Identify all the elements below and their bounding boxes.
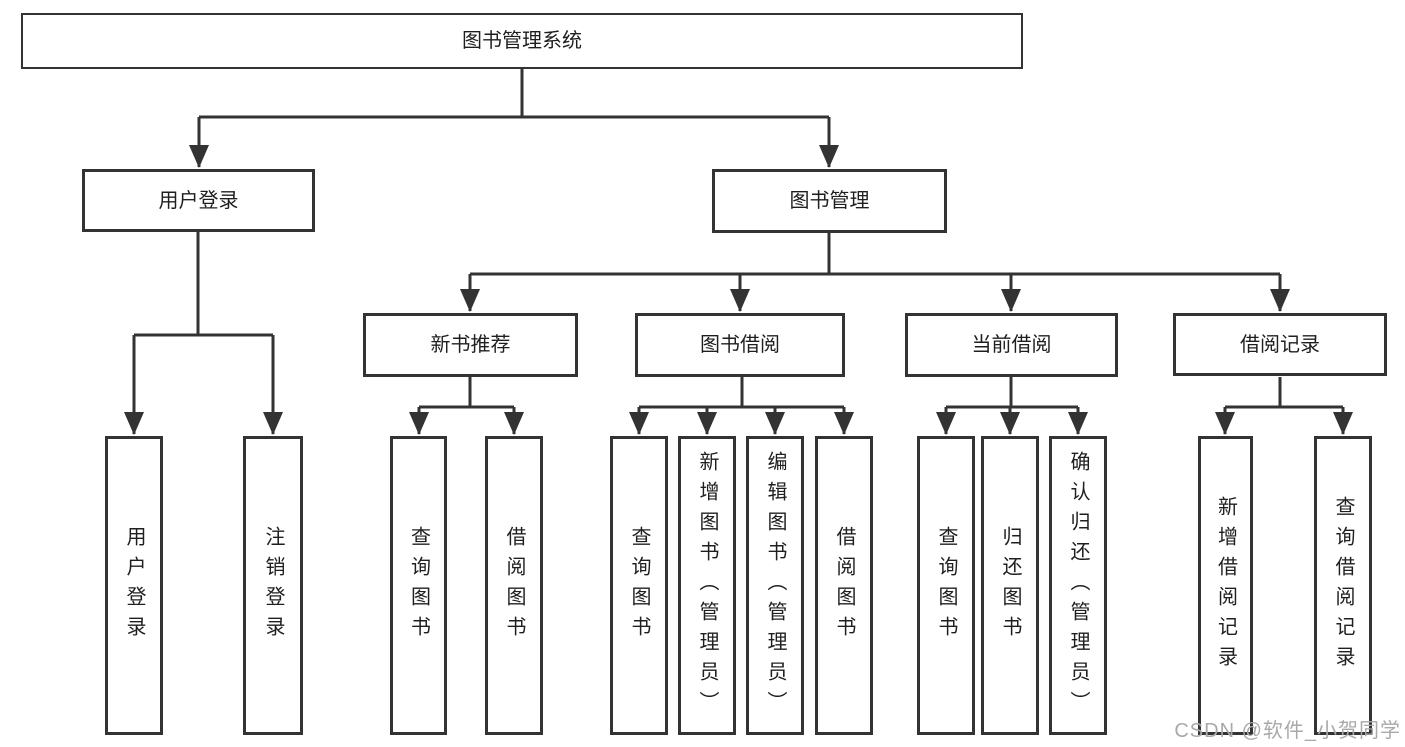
node-user-login: 用户登录: [82, 169, 315, 232]
leaf-confirm-return-admin: 确认归还（管理员）: [1049, 436, 1107, 735]
leaf-query-books-current: 查询图书: [917, 436, 975, 735]
leaf-borrow-books-borrowing: 借阅图书: [815, 436, 873, 735]
leaf-logout: 注销登录: [243, 436, 303, 735]
leaf-query-borrow-record: 查询借阅记录: [1314, 436, 1372, 735]
node-book-management: 图书管理: [712, 169, 947, 233]
leaf-user-login: 用户登录: [105, 436, 163, 735]
node-borrowing-records: 借阅记录: [1173, 313, 1387, 376]
node-new-book-recommendation: 新书推荐: [363, 313, 578, 377]
node-current-borrowing: 当前借阅: [905, 313, 1118, 377]
node-library-management-system: 图书管理系统: [21, 13, 1023, 69]
leaf-query-books-recommend: 查询图书: [390, 436, 447, 735]
csdn-watermark: CSDN @软件_小贺同学: [1174, 720, 1401, 742]
leaf-return-books: 归还图书: [981, 436, 1039, 735]
leaf-add-borrow-record: 新增借阅记录: [1198, 436, 1253, 735]
node-book-borrowing: 图书借阅: [635, 313, 845, 377]
leaf-add-books-admin: 新增图书（管理员）: [678, 436, 736, 735]
leaf-borrow-books-recommend: 借阅图书: [485, 436, 543, 735]
leaf-query-books-borrowing: 查询图书: [610, 436, 668, 735]
leaf-edit-books-admin: 编辑图书（管理员）: [746, 436, 804, 735]
